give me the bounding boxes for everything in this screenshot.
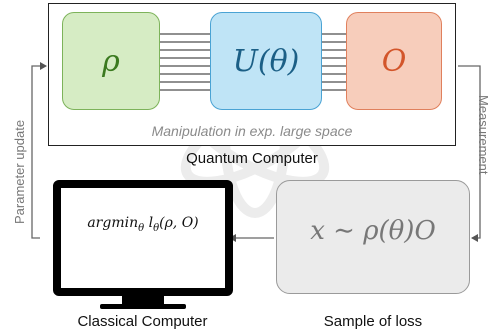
monitor-base [100,304,186,309]
quantum-computer-label: Quantum Computer [186,150,318,167]
parameter-update-label: Parameter update [12,119,27,224]
parameter-update-arrow [31,62,47,239]
rho-symbol: ρ [102,43,120,79]
manipulation-caption: Manipulation in exp. large space [151,123,353,139]
monitor-neck [122,296,164,304]
classical-computer-label: Classical Computer [77,313,208,330]
monitor-screen [53,180,233,296]
argmin-formula-text: argminθ lθ(ρ, O) [87,215,199,234]
density-matrix-box: ρ [62,12,160,110]
measurement-arrow [458,65,481,242]
argmin-formula: argminθ lθ(ρ, O) [61,215,225,234]
sample-of-loss-label: Sample of loss [323,313,423,330]
sample-box [276,180,470,294]
unitary-symbol: U(θ) [232,43,300,79]
measurement-label: Measurement [476,95,491,175]
unitary-box: U(θ) [210,12,322,110]
observable-symbol: O [381,43,407,79]
observable-box: O [346,12,442,110]
sample-formula: x ∼ ρ(θ)O [310,216,436,246]
